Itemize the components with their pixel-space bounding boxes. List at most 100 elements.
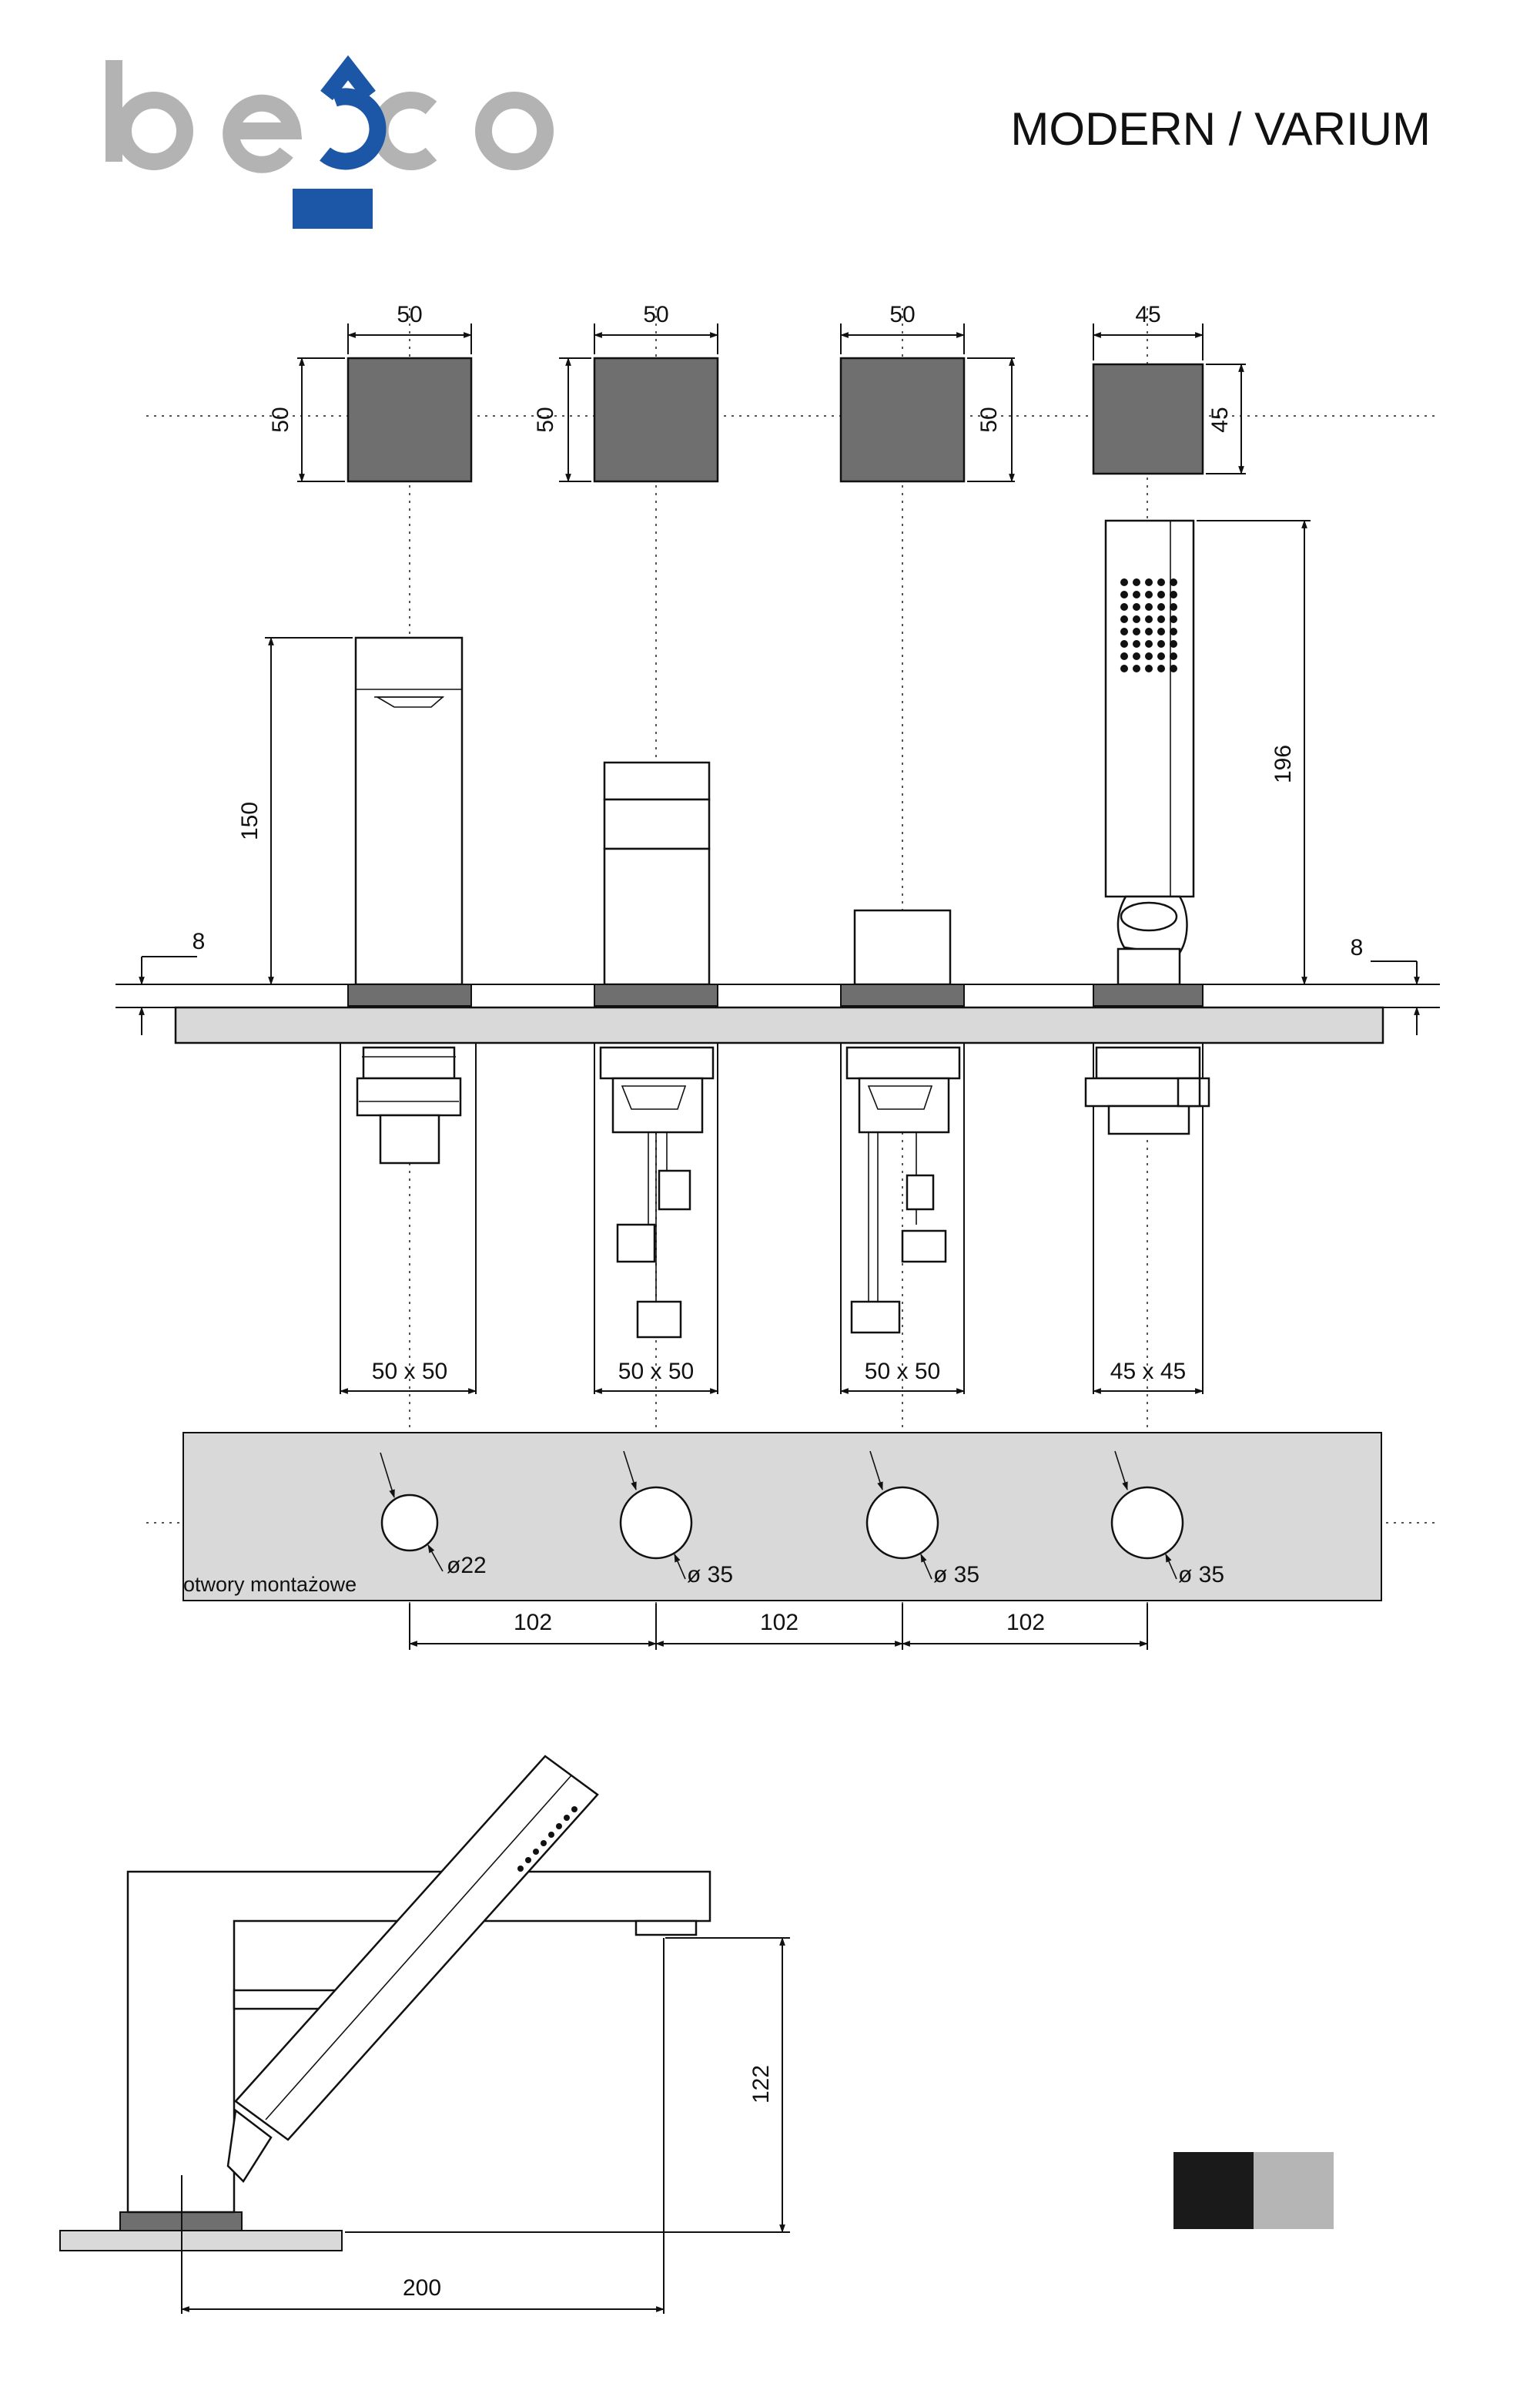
hole-3-diameter: ø 35 (933, 1562, 979, 1587)
shower-nozzle (1120, 603, 1128, 611)
finish-swatch-chrome (1254, 2152, 1334, 2229)
series-title: MODERN / VARIUM (1010, 103, 1431, 155)
finish-swatches (1173, 2152, 1334, 2229)
shower-nozzle (1145, 603, 1153, 611)
logo-word (105, 60, 554, 173)
mounting-hole-4 (1110, 1486, 1184, 1560)
shower-nozzle (1120, 615, 1128, 623)
knob-1-width-label: 50 (397, 302, 422, 327)
shower-nozzle (1120, 628, 1128, 635)
shower-nozzle (1157, 591, 1165, 598)
shower-nozzle (1133, 578, 1140, 586)
front-view: 50 x 50 50 x 50 50 x 50 45 x 45 150 196 … (116, 519, 1440, 1394)
base-ring-4 (1093, 984, 1204, 1007)
shower-nozzle (1133, 640, 1140, 648)
knob-3-width-label: 50 (889, 302, 915, 327)
base-size-1: 50 x 50 (372, 1359, 447, 1384)
valve-body-2 (599, 1046, 715, 1339)
shower-nozzle (1133, 628, 1140, 635)
shower-nozzle (1157, 578, 1165, 586)
mounting-plate: otwory montażowe ø22 ø 35 ø 35 ø 35 102 … (182, 1432, 1382, 1650)
knob-2-height-label: 50 (533, 407, 558, 432)
side-view: 122 200 (59, 1755, 790, 2314)
shower-nozzle (1120, 652, 1128, 660)
spacing-2: 102 (760, 1610, 798, 1635)
shower-nozzle (1145, 665, 1153, 672)
shower-nozzle (1133, 615, 1140, 623)
hole-1-diameter: ø22 (447, 1553, 487, 1578)
shower-nozzle (1157, 652, 1165, 660)
shower-nozzles (1120, 578, 1177, 672)
shower-nozzle (1120, 591, 1128, 598)
diverter (603, 761, 711, 986)
mounting-hole-1 (380, 1493, 439, 1552)
deck-thickness-left-label: 8 (192, 929, 206, 954)
shower-nozzle (1120, 578, 1128, 586)
mounting-hole-2 (619, 1486, 693, 1560)
base-size-2: 50 x 50 (618, 1359, 694, 1384)
knob-4-width-label: 45 (1135, 302, 1160, 327)
shower-nozzle (1170, 615, 1177, 623)
shower-nozzle (1157, 640, 1165, 648)
valve-body-1 (356, 1046, 462, 1165)
hand-shower-height-label: 196 (1270, 745, 1296, 783)
base-ring-3 (840, 984, 965, 1007)
shower-nozzle (1120, 640, 1128, 648)
spacing-1: 102 (514, 1610, 552, 1635)
outlet-height-label: 122 (748, 2065, 774, 2104)
brand-logo (105, 55, 554, 229)
valve-body-4 (1084, 1046, 1210, 1135)
shower-nozzle (1157, 665, 1165, 672)
hole-4-diameter: ø 35 (1178, 1562, 1224, 1587)
mixer-handle (853, 909, 952, 986)
shower-nozzle (1133, 603, 1140, 611)
shower-nozzle (1145, 578, 1153, 586)
shower-nozzle (1133, 665, 1140, 672)
shower-nozzle (1145, 652, 1153, 660)
mounting-sleeves (340, 1043, 1204, 1394)
knob-top-2 (593, 357, 719, 483)
base-size-3: 50 x 50 (865, 1359, 940, 1384)
shower-nozzle (1157, 603, 1165, 611)
knob-top-1 (346, 357, 473, 483)
knob-4-height-label: 45 (1207, 407, 1233, 432)
valve-body-3 (845, 1046, 961, 1334)
spacing-3: 102 (1006, 1610, 1045, 1635)
shower-nozzle (1170, 578, 1177, 586)
base-size-4: 45 x 45 (1110, 1359, 1186, 1384)
shower-nozzle (1157, 615, 1165, 623)
spout-height-label: 150 (237, 802, 263, 840)
side-hand-shower (226, 1755, 599, 2183)
base-ring-1 (347, 984, 472, 1007)
shower-nozzle (1157, 628, 1165, 635)
deck-thickness-right-label: 8 (1351, 935, 1364, 960)
hole-2-diameter: ø 35 (687, 1562, 733, 1587)
knob-2-width-label: 50 (643, 302, 668, 327)
deck (174, 1006, 1384, 1044)
knob-3-height-label: 50 (976, 407, 1002, 432)
shower-nozzle (1133, 591, 1140, 598)
mounting-holes-label: otwory montażowe (183, 1573, 357, 1596)
hand-shower (1104, 519, 1195, 986)
shower-nozzle (1170, 652, 1177, 660)
logo-drop-mark (293, 55, 387, 229)
shower-nozzle (1170, 628, 1177, 635)
shower-nozzle (1170, 591, 1177, 598)
shower-nozzle (1145, 591, 1153, 598)
mounting-hole-3 (865, 1486, 939, 1560)
shower-nozzle (1133, 652, 1140, 660)
top-view: 50 50 50 45 50 50 50 45 (268, 302, 1246, 483)
shower-nozzle (1145, 640, 1153, 648)
finish-swatch-black (1173, 2152, 1254, 2229)
knob-1-height-label: 50 (268, 407, 293, 432)
spout (354, 636, 464, 986)
shower-nozzle (1170, 640, 1177, 648)
spout-reach-label: 200 (403, 2275, 441, 2301)
knob-top-3 (839, 357, 966, 483)
shower-nozzle (1120, 665, 1128, 672)
shower-nozzle (1170, 603, 1177, 611)
shower-nozzle (1145, 615, 1153, 623)
side-deck (59, 2230, 343, 2251)
shower-nozzle (1145, 628, 1153, 635)
